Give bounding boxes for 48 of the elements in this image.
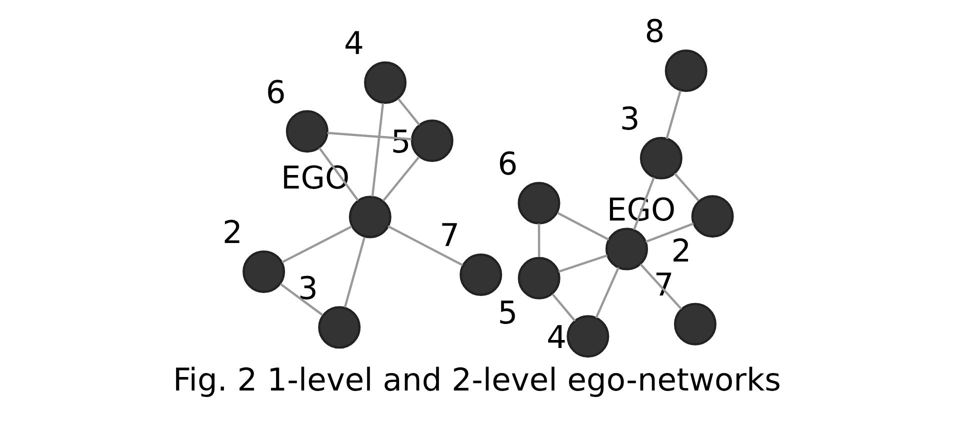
connector — [557, 212, 610, 241]
node-label: 2 — [671, 234, 692, 270]
node-label: 4 — [344, 26, 364, 62]
node-label: 6 — [498, 146, 518, 183]
node-label: 5 — [498, 295, 518, 332]
node-circle — [410, 120, 454, 162]
node-label: 2 — [222, 215, 242, 252]
connector — [645, 222, 694, 243]
connector — [371, 103, 384, 197]
node-circle — [286, 110, 328, 153]
connector — [318, 147, 359, 202]
node-circle — [518, 182, 560, 224]
connector — [382, 156, 420, 202]
node-circle — [674, 302, 716, 346]
connector — [388, 225, 464, 266]
connector — [640, 263, 682, 310]
connector — [280, 283, 324, 316]
node-circle — [460, 253, 502, 296]
node-circle — [518, 256, 560, 300]
connector — [632, 177, 655, 230]
node-circle — [364, 61, 407, 104]
connector — [398, 98, 420, 126]
node-label: 3 — [298, 270, 318, 307]
node-label: 3 — [620, 102, 640, 138]
connector — [327, 132, 412, 140]
node-label: 7 — [440, 218, 460, 254]
node-circle — [242, 250, 286, 293]
node-label: 6 — [266, 74, 286, 111]
node-circle — [640, 136, 682, 180]
connector — [282, 226, 352, 264]
connector — [538, 224, 540, 258]
connector — [552, 293, 576, 322]
node-circle — [664, 49, 708, 92]
connector — [666, 90, 682, 140]
node-circle — [566, 315, 610, 358]
node-label: 4 — [546, 320, 567, 356]
node-label: EGO — [280, 160, 350, 196]
connector — [674, 172, 700, 202]
node-circle — [348, 196, 392, 238]
connector — [595, 267, 620, 318]
node-label: EGO — [606, 192, 676, 228]
node-label: 8 — [644, 14, 665, 50]
node-circle — [605, 228, 648, 270]
node-circle — [318, 306, 361, 349]
connector — [558, 254, 608, 273]
connector — [344, 236, 366, 308]
caption: Fig. 2 1-level and 2-level ego-networks — [173, 362, 781, 399]
node-circle — [691, 195, 734, 238]
